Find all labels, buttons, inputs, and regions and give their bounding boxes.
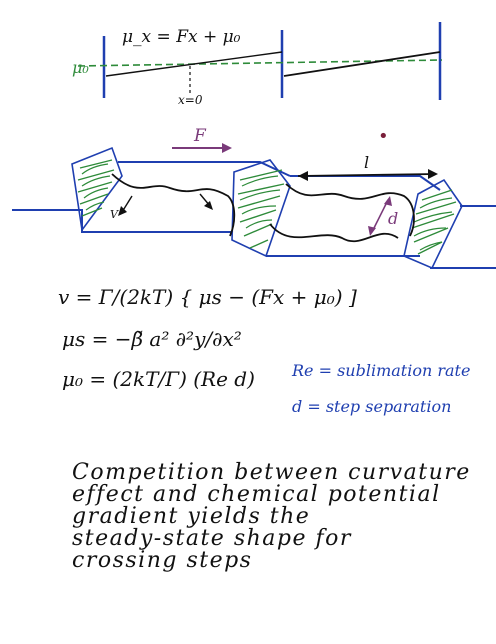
length-arrow xyxy=(297,173,437,177)
potential-slope-right xyxy=(283,51,441,77)
conclusion-note: Competition between curvature effect and… xyxy=(72,462,492,572)
step-edge-right-upper xyxy=(285,183,415,237)
step-edge-right-lower xyxy=(269,223,399,243)
conclusion-line-5: crossing steps xyxy=(72,548,253,573)
velocity-label: V xyxy=(110,208,119,221)
step-face-middle xyxy=(231,159,291,258)
step-face-left xyxy=(71,146,123,233)
separation-arrow xyxy=(371,199,389,233)
crossing-steps-diagram: F V xyxy=(12,126,496,270)
equations: v = Γ/(2kT) { μs − (Fx + μ₀) ] μs = −β̃ … xyxy=(58,285,357,391)
upper-right-terrace xyxy=(290,175,441,191)
small-dot: • xyxy=(378,126,389,147)
force-arrowhead xyxy=(222,143,232,153)
step-face-right xyxy=(403,178,463,270)
mu-0-equation: μ₀ = (2kT/Γ) (Re d) xyxy=(62,367,255,391)
definitions: Re = sublimation rate d = step separatio… xyxy=(291,361,470,416)
origin-label: x=0 xyxy=(178,93,203,107)
top-potential-plot: μ_x = Fx + μ₀ μ₀ x=0 xyxy=(72,22,443,107)
conclusion-line-2: effect and chemical potential xyxy=(72,482,441,507)
separation-label: d xyxy=(388,209,398,228)
conclusion-line-3: gradient yields the xyxy=(72,504,311,529)
re-definition: Re = sublimation rate xyxy=(291,361,470,380)
force-label: F xyxy=(193,126,207,146)
mu-s-equation: μs = −β̃ a² ∂²y/∂x² xyxy=(62,327,242,351)
conclusion-line-1: Competition between curvature xyxy=(72,460,471,485)
lower-left-terrace xyxy=(12,209,232,233)
d-definition: d = step separation xyxy=(292,397,451,416)
step-edge-left xyxy=(111,173,236,237)
velocity-equation: v = Γ/(2kT) { μs − (Fx + μ₀) ] xyxy=(58,285,357,309)
upper-left-terrace xyxy=(118,161,291,177)
potential-equation: μ_x = Fx + μ₀ xyxy=(122,27,241,47)
mu0-label: μ₀ xyxy=(72,58,89,77)
length-label: l xyxy=(364,153,369,172)
conclusion-line-4: steady-state shape for xyxy=(72,526,352,551)
potential-slope-left xyxy=(105,51,283,77)
